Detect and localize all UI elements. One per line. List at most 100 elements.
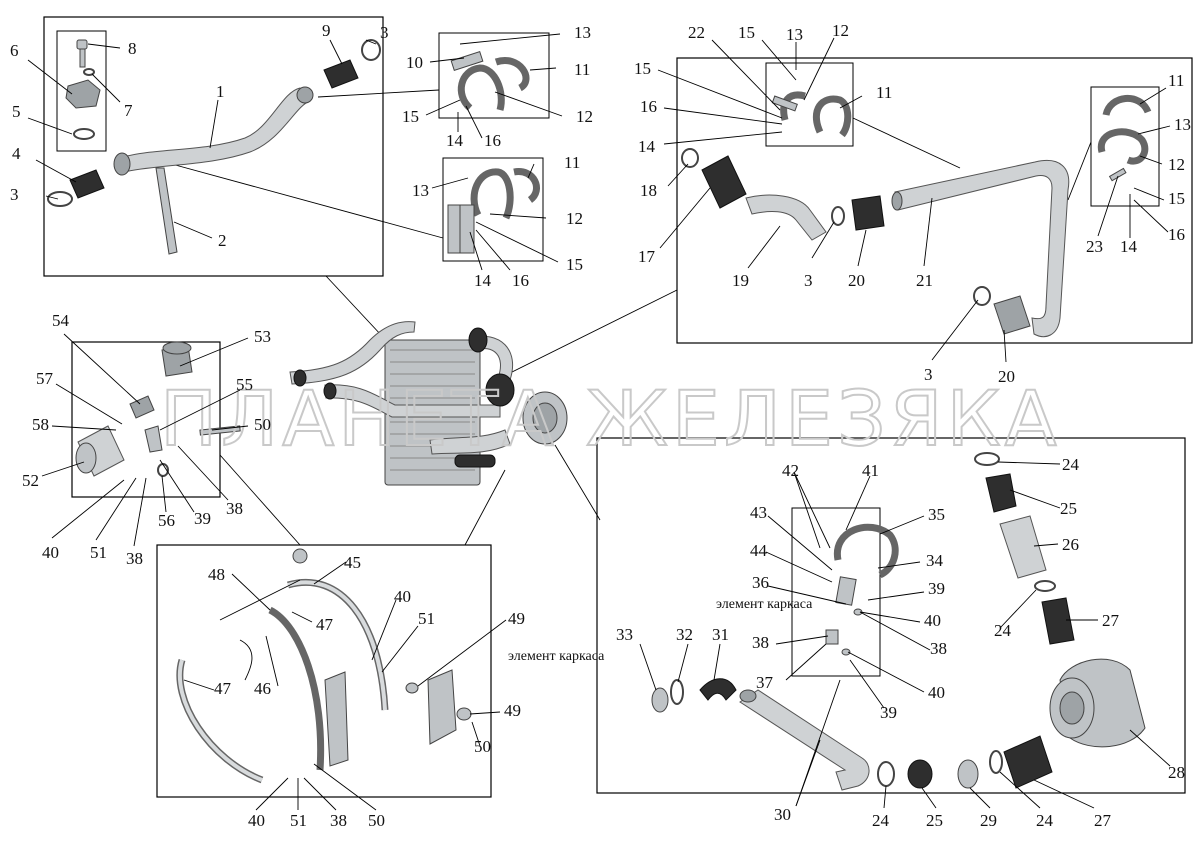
bracket-clamps-2: [447, 168, 540, 254]
callout-38: 38: [752, 633, 769, 652]
callout-19: 19: [732, 271, 749, 290]
callout-27: 27: [1102, 611, 1120, 630]
callout-51: 51: [418, 609, 435, 628]
lower-hoses-and-clamps: [651, 678, 1053, 789]
callout-9: 9: [322, 21, 331, 40]
callout-20: 20: [848, 271, 865, 290]
air-cleaner-housing-28: [1049, 658, 1146, 748]
callout-58: 58: [32, 415, 49, 434]
detail-frame-left-top: [43, 16, 384, 277]
callout-39: 39: [928, 579, 945, 598]
callout-41: 41: [862, 461, 879, 480]
lower-pipe-30: [739, 689, 870, 791]
callout-14: 14: [638, 137, 656, 156]
callout-51: 51: [290, 811, 307, 830]
callout-25: 25: [1060, 499, 1077, 518]
callout-11: 11: [564, 153, 580, 172]
frame-connector-lines: [167, 89, 1092, 546]
callout-12: 12: [576, 107, 593, 126]
callout-32: 32: [676, 625, 693, 644]
subframe-bracket-5: [791, 507, 881, 677]
callout-27: 27: [1094, 811, 1112, 830]
callout-28: 28: [1168, 763, 1185, 782]
callout-4: 4: [12, 144, 21, 163]
callout-40: 40: [928, 683, 945, 702]
callout-15: 15: [566, 255, 583, 274]
callout-17: 17: [638, 247, 656, 266]
callout-14: 14: [1120, 237, 1138, 256]
callout-48: 48: [208, 565, 225, 584]
callout-8: 8: [128, 39, 137, 58]
callout-52: 52: [22, 471, 39, 490]
callout-22: 22: [688, 23, 705, 42]
sensor-assembly-illustration: [65, 39, 101, 140]
callout-24: 24: [1036, 811, 1054, 830]
callout-15: 15: [738, 23, 755, 42]
frame-element-note-left: элемент каркаса: [508, 649, 605, 664]
callout-50: 50: [368, 811, 385, 830]
detail-frame-right-top: [676, 57, 1193, 344]
callout-42: 42: [782, 461, 799, 480]
callout-50: 50: [474, 737, 491, 756]
callout-24: 24: [872, 811, 890, 830]
frame-element-note-right: элемент каркаса: [716, 597, 813, 612]
callout-55: 55: [236, 375, 253, 394]
callout-47: 47: [316, 615, 334, 634]
elbow-pipe-19: [745, 194, 827, 241]
callout-14: 14: [474, 271, 492, 290]
callout-39: 39: [880, 703, 897, 722]
callout-14: 14: [446, 131, 464, 150]
callout-30: 30: [774, 805, 791, 824]
callout-16: 16: [640, 97, 657, 116]
callout-15: 15: [634, 59, 651, 78]
callout-38: 38: [126, 549, 143, 568]
callout-16: 16: [512, 271, 529, 290]
callout-23: 23: [1086, 237, 1103, 256]
bracket-clamps-1: [450, 50, 530, 111]
callout-24: 24: [994, 621, 1012, 640]
callout-40: 40: [248, 811, 265, 830]
callout-10: 10: [406, 53, 423, 72]
support-bracket-2: [155, 167, 178, 255]
bracket-clamps-3: [771, 91, 852, 138]
callout-40: 40: [924, 611, 941, 630]
callout-13: 13: [412, 181, 429, 200]
detail-frame-left-bottom: [156, 544, 492, 798]
hose-17: [681, 148, 747, 209]
callout-49: 49: [508, 609, 525, 628]
callout-3: 3: [924, 365, 933, 384]
hose-20-lower: [973, 286, 1031, 335]
hose-4: [47, 169, 105, 207]
callout-11: 11: [876, 83, 892, 102]
callout-15: 15: [402, 107, 419, 126]
callout-1: 1: [216, 82, 225, 101]
callout-labels: 1 2 3 4 5 6 7 8 9 3 10 13 11 12 15 14 16…: [10, 21, 1191, 830]
intake-hoses-illustration: [974, 452, 1075, 645]
callout-40: 40: [42, 543, 59, 562]
callout-2: 2: [218, 231, 227, 250]
callout-33: 33: [616, 625, 633, 644]
callout-56: 56: [158, 511, 175, 530]
callout-7: 7: [124, 101, 133, 120]
callout-13: 13: [786, 25, 803, 44]
callout-25: 25: [926, 811, 943, 830]
filter-assembly-illustration: [75, 341, 241, 477]
callout-24: 24: [1062, 455, 1080, 474]
detail-frame-left-middle: [71, 341, 221, 498]
callout-38: 38: [226, 499, 243, 518]
detail-frame-right-bottom: [596, 437, 1186, 794]
callout-31: 31: [712, 625, 729, 644]
callout-3: 3: [380, 23, 389, 42]
callout-49: 49: [504, 701, 521, 720]
leader-lines: [27, 33, 1171, 811]
bracket-clamps-5: [825, 523, 899, 656]
hose-9: [323, 39, 381, 89]
callout-13: 13: [1174, 115, 1191, 134]
callout-16: 16: [1168, 225, 1185, 244]
callout-11: 11: [1168, 71, 1184, 90]
callout-3: 3: [804, 271, 813, 290]
callout-43: 43: [750, 503, 767, 522]
bracket-clamps-4: [1097, 94, 1152, 182]
callout-57: 57: [36, 369, 54, 388]
